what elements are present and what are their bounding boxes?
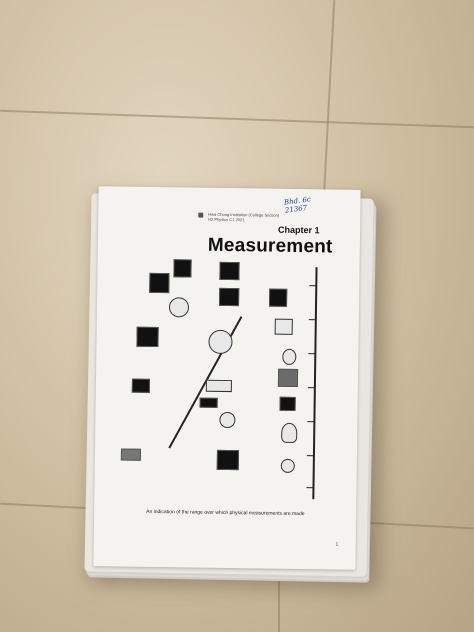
- chapter-label: Chapter 1: [278, 224, 320, 236]
- moon-image: [208, 329, 233, 355]
- axis-tick: [307, 421, 315, 423]
- axis-tick: [308, 353, 316, 355]
- lightbulb-image: [281, 422, 298, 443]
- document-header: Hwa Chong Institution (College Section) …: [208, 212, 279, 223]
- spiral-galaxy-image: [219, 287, 240, 307]
- axis-tick: [308, 319, 316, 321]
- virus-image: [279, 396, 296, 411]
- figure-caption: An indication of the range over which ph…: [146, 508, 305, 518]
- star-field-image: [219, 261, 240, 281]
- tile-grout-vertical: [322, 0, 336, 200]
- nucleus-image: [280, 458, 295, 473]
- molecule-image: [269, 288, 288, 307]
- scale-axis-vertical: [312, 267, 318, 500]
- atom-image: [216, 449, 239, 471]
- axis-tick: [307, 387, 315, 389]
- header-course: H2 Physics C1 2021: [208, 216, 245, 223]
- human-figure-image: [131, 378, 150, 393]
- microscope-image: [282, 348, 297, 365]
- tile-grout-vertical: [278, 560, 280, 632]
- sun-image: [168, 297, 190, 318]
- axis-tick: [306, 455, 314, 457]
- structure-grid-image: [277, 368, 299, 387]
- cell-image: [219, 411, 236, 429]
- page-title: Measurement: [207, 234, 333, 258]
- galaxy-image: [149, 272, 170, 294]
- building-image: [199, 397, 218, 408]
- axis-tick: [309, 285, 317, 287]
- institution-logo: [198, 212, 204, 218]
- nebula-image: [173, 259, 192, 278]
- document-page: Hwa Chong Institution (College Section) …: [93, 186, 361, 570]
- handwritten-note: Bhd. 6c 21367: [284, 195, 313, 214]
- tile-grout-horizontal: [0, 109, 474, 129]
- earth-image: [136, 326, 159, 348]
- page-number: 1: [335, 541, 339, 547]
- tree-image: [274, 318, 293, 335]
- axis-tick: [306, 487, 314, 489]
- fish-image: [205, 379, 232, 393]
- dna-image: [120, 448, 142, 461]
